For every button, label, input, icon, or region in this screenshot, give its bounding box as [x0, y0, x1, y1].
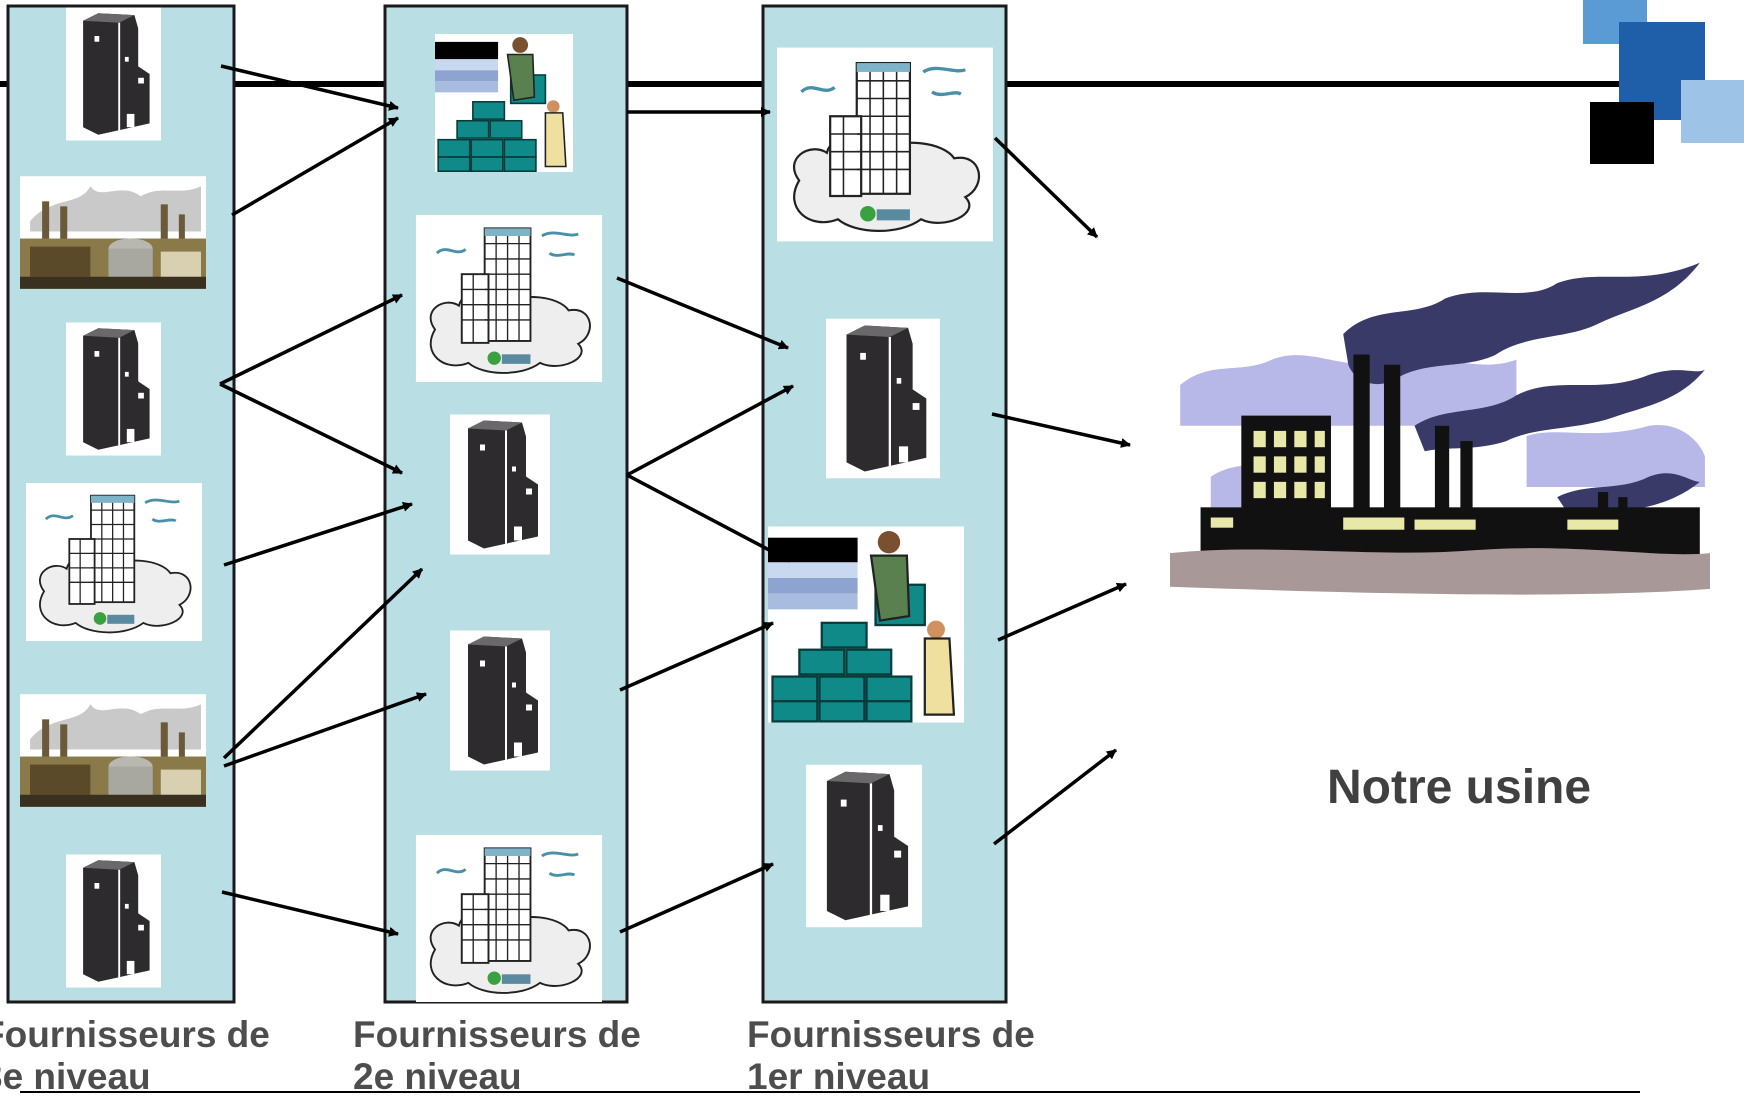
arrow	[221, 890, 399, 937]
tier1-label: Fournisseurs de 1er niveau	[747, 1014, 1035, 1098]
arrow	[619, 862, 774, 934]
industrial-plant-icon	[20, 176, 206, 289]
arrow	[626, 473, 791, 563]
arrow	[223, 692, 427, 768]
arrow	[219, 382, 403, 475]
arrow	[992, 748, 1118, 846]
office-tower-icon	[66, 321, 161, 457]
industrial-plant-icon	[20, 694, 206, 807]
office-tower-icon	[826, 317, 940, 480]
worker-crates-icon	[434, 34, 574, 172]
tier1-label-line2: 1er niveau	[747, 1056, 931, 1097]
office-tower-icon	[450, 413, 550, 556]
arrow	[231, 116, 399, 217]
arrow	[993, 136, 1099, 239]
smoking-factory-icon	[1170, 262, 1710, 610]
cloud-skyscraper-icon	[26, 483, 202, 641]
factory-label: Notre usine	[1327, 761, 1592, 814]
office-tower-icon	[66, 853, 161, 989]
office-tower-icon	[66, 6, 161, 142]
tier2-label: Fournisseurs de 2e niveau	[353, 1014, 641, 1098]
office-tower-icon	[450, 629, 550, 772]
tier2-label-line2: 2e niveau	[353, 1056, 522, 1097]
arrow	[222, 567, 424, 760]
arrow	[616, 276, 789, 350]
arrow	[219, 293, 403, 386]
cloud-skyscraper-icon	[777, 46, 993, 243]
arrow	[223, 502, 413, 567]
tier1-label-line1: Fournisseurs de	[747, 1014, 1035, 1055]
office-tower-icon	[806, 763, 922, 929]
worker-crates-icon	[768, 525, 964, 724]
arrow	[997, 582, 1127, 642]
tier3-label-line2: 3e niveau	[0, 1056, 151, 1097]
tier3-label-line1: Fournisseurs de	[0, 1014, 270, 1055]
arrow	[991, 412, 1131, 448]
cloud-skyscraper-icon	[415, 215, 603, 382]
arrow	[619, 621, 774, 692]
cloud-skyscraper-icon	[415, 835, 603, 1002]
arrow	[220, 64, 399, 111]
corner-decoration	[1583, 0, 1744, 164]
arrow	[626, 384, 794, 477]
tier3-label: Fournisseurs de 3e niveau	[0, 1014, 270, 1098]
tier2-label-line1: Fournisseurs de	[353, 1014, 641, 1055]
supply-arrows	[219, 64, 1131, 937]
